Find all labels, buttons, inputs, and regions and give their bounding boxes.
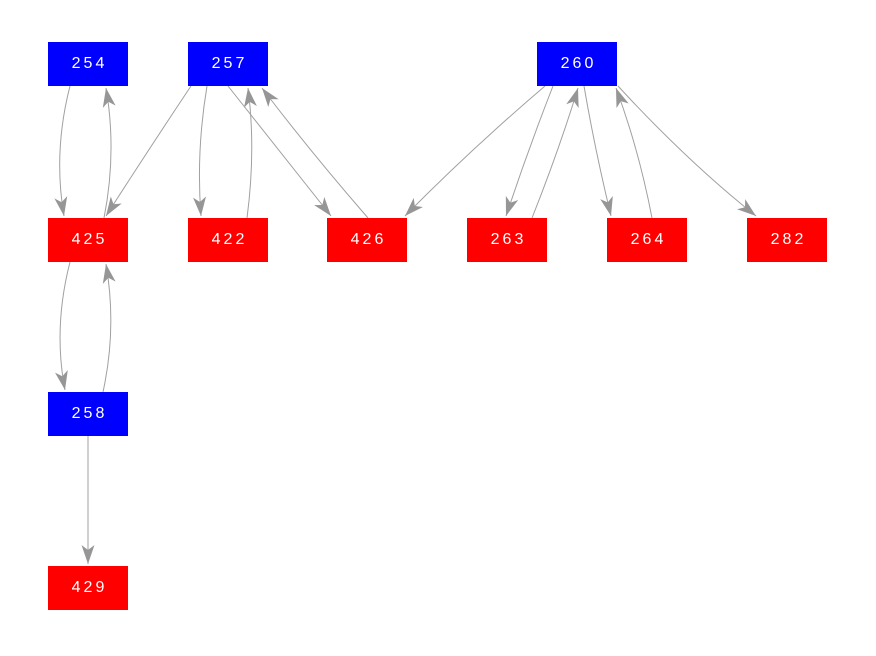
- edge-257-to-426: [227, 85, 332, 217]
- edge-260-to-426: [404, 85, 546, 217]
- node-label: 257: [211, 55, 248, 72]
- node-254[interactable]: 254: [48, 42, 128, 86]
- node-label: 258: [71, 405, 108, 422]
- node-282[interactable]: 282: [747, 218, 827, 262]
- node-label: 282: [770, 231, 807, 248]
- node-425[interactable]: 425: [48, 218, 128, 262]
- edge-260-to-264: [583, 85, 613, 217]
- edge-254-to-425: [54, 85, 71, 217]
- edge-260-to-282: [617, 85, 757, 217]
- edge-258-to-425: [102, 263, 116, 393]
- node-263[interactable]: 263: [467, 218, 547, 262]
- node-258[interactable]: 258: [48, 392, 128, 436]
- edge-257-to-422: [193, 85, 208, 217]
- node-label: 422: [211, 231, 248, 248]
- node-label: 425: [71, 231, 108, 248]
- edge-264-to-260: [615, 87, 653, 219]
- node-429[interactable]: 429: [48, 566, 128, 610]
- node-label: 429: [71, 579, 108, 596]
- node-label: 426: [350, 231, 387, 248]
- node-422[interactable]: 422: [188, 218, 268, 262]
- node-426[interactable]: 426: [327, 218, 407, 262]
- node-label: 264: [630, 231, 667, 248]
- node-264[interactable]: 264: [607, 218, 687, 262]
- edge-426-to-257: [261, 87, 369, 219]
- edge-263-to-260: [531, 87, 579, 219]
- edge-425-to-254: [102, 87, 116, 219]
- edge-422-to-257: [243, 87, 257, 219]
- edge-257-to-425: [105, 85, 192, 217]
- edge-260-to-263: [505, 85, 554, 217]
- node-label: 263: [490, 231, 527, 248]
- node-257[interactable]: 257: [188, 42, 268, 86]
- edge-425-to-258: [55, 261, 71, 391]
- node-label: 254: [71, 55, 108, 72]
- node-260[interactable]: 260: [537, 42, 617, 86]
- node-label: 260: [560, 55, 597, 72]
